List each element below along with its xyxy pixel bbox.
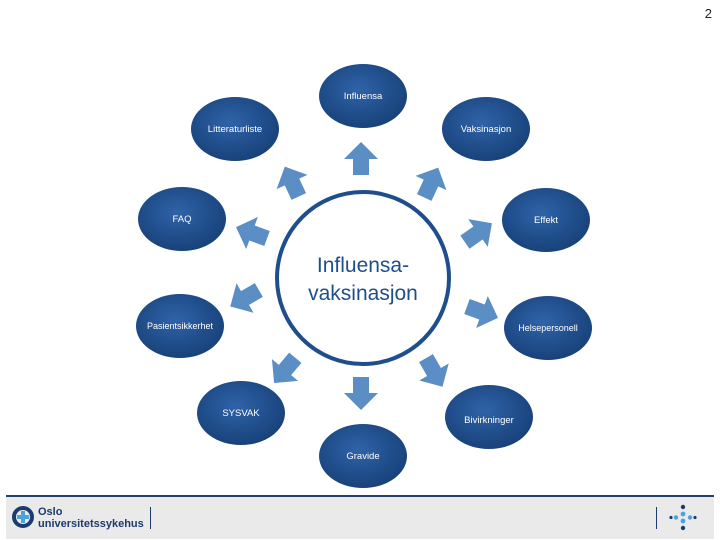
node-faq[interactable]: FAQ	[138, 187, 226, 251]
node-litteraturliste[interactable]: Litteraturliste	[191, 97, 279, 161]
logo-text-line-1: Oslo	[38, 506, 63, 518]
node-helsepersonell[interactable]: Helsepersonell	[504, 296, 592, 360]
arrow-to-helsepersonell	[464, 296, 498, 328]
influenza-mind-map: Influensa- vaksinasjon Influensa Vaksina…	[136, 64, 592, 488]
center-title-line-2: vaksinasjon	[308, 282, 418, 305]
node-label-sysvak: SYSVAK	[222, 408, 260, 419]
node-label-helsepersonell: Helsepersonell	[518, 323, 578, 333]
node-influensa[interactable]: Influensa	[319, 64, 407, 128]
node-label-vaksinasjon: Vaksinasjon	[461, 124, 512, 135]
arrow-to-gravide	[344, 377, 378, 410]
node-bivirkninger[interactable]: Bivirkninger	[445, 385, 533, 449]
node-label-litteraturliste: Litteraturliste	[208, 124, 262, 135]
center-topic[interactable]: Influensa- vaksinasjon	[275, 190, 451, 366]
node-label-effekt: Effekt	[534, 215, 558, 226]
center-title-line-1: Influensa-	[317, 254, 409, 277]
node-pasientsikkerhet[interactable]: Pasientsikkerhet	[136, 294, 224, 358]
node-sysvak[interactable]: SYSVAK	[197, 381, 285, 445]
arrow-to-pasientsikkerhet	[230, 283, 263, 313]
footer-divider-left	[150, 507, 151, 529]
node-gravide[interactable]: Gravide	[319, 424, 407, 488]
node-label-influensa: Influensa	[344, 91, 383, 102]
arrows	[230, 142, 498, 410]
oslo-university-hospital-logo-icon	[12, 506, 34, 528]
arrow-to-vaksinasjon	[415, 167, 447, 201]
dots-cross-icon	[669, 504, 697, 531]
node-vaksinasjon[interactable]: Vaksinasjon	[442, 97, 530, 161]
node-label-faq: FAQ	[172, 214, 191, 225]
arrow-to-effekt	[460, 219, 492, 249]
logo-text-line-2: universitetssykehus	[38, 518, 144, 530]
arrow-to-faq	[236, 217, 270, 249]
footer-divider-right	[656, 507, 657, 529]
footer-bar: Oslo universitetssykehus	[6, 495, 714, 539]
arrow-to-sysvak	[271, 352, 302, 384]
arrow-to-bivirkninger	[419, 354, 449, 387]
arrow-to-litteraturliste	[276, 166, 308, 200]
page-number: 2	[704, 6, 712, 21]
arrow-to-influensa	[344, 142, 378, 175]
node-label-pasientsikkerhet: Pasientsikkerhet	[147, 321, 214, 331]
node-label-bivirkninger: Bivirkninger	[464, 415, 514, 426]
node-label-gravide: Gravide	[346, 451, 379, 462]
node-effekt[interactable]: Effekt	[502, 188, 590, 252]
